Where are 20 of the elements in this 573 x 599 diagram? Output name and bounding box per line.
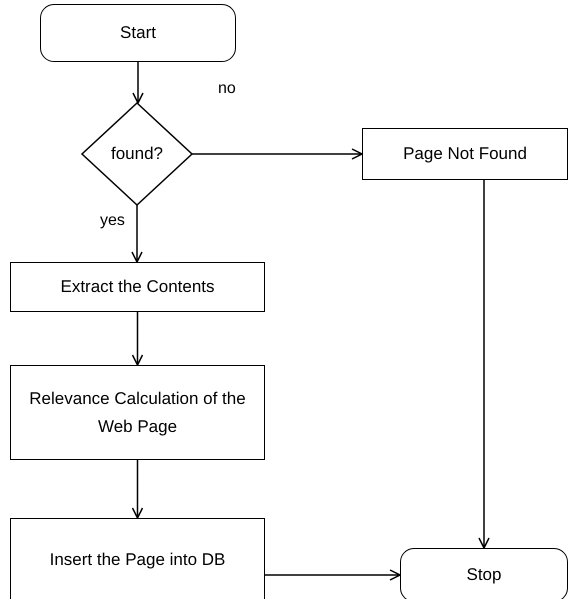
arrow [478,180,490,549]
process-box [10,365,265,460]
arrow [132,312,144,366]
process-box [10,262,265,312]
node-label: Extract the Contents [60,276,215,298]
arrow [131,205,143,263]
node-label: found? [111,143,163,166]
arrow [265,569,401,581]
node-label: Page Not Found [403,143,527,166]
node-label: Stop [466,564,502,586]
node-label: Insert the Page into DB [50,549,226,572]
arrow [132,460,144,519]
arrow [132,62,144,104]
terminal-box [40,4,236,62]
arrow [192,148,363,160]
node-label: Relevance Calculation of the Web Page [28,388,247,438]
process-box [10,518,265,599]
process-box [362,128,568,180]
node-label: Start [120,22,156,44]
terminal-box [400,548,568,599]
